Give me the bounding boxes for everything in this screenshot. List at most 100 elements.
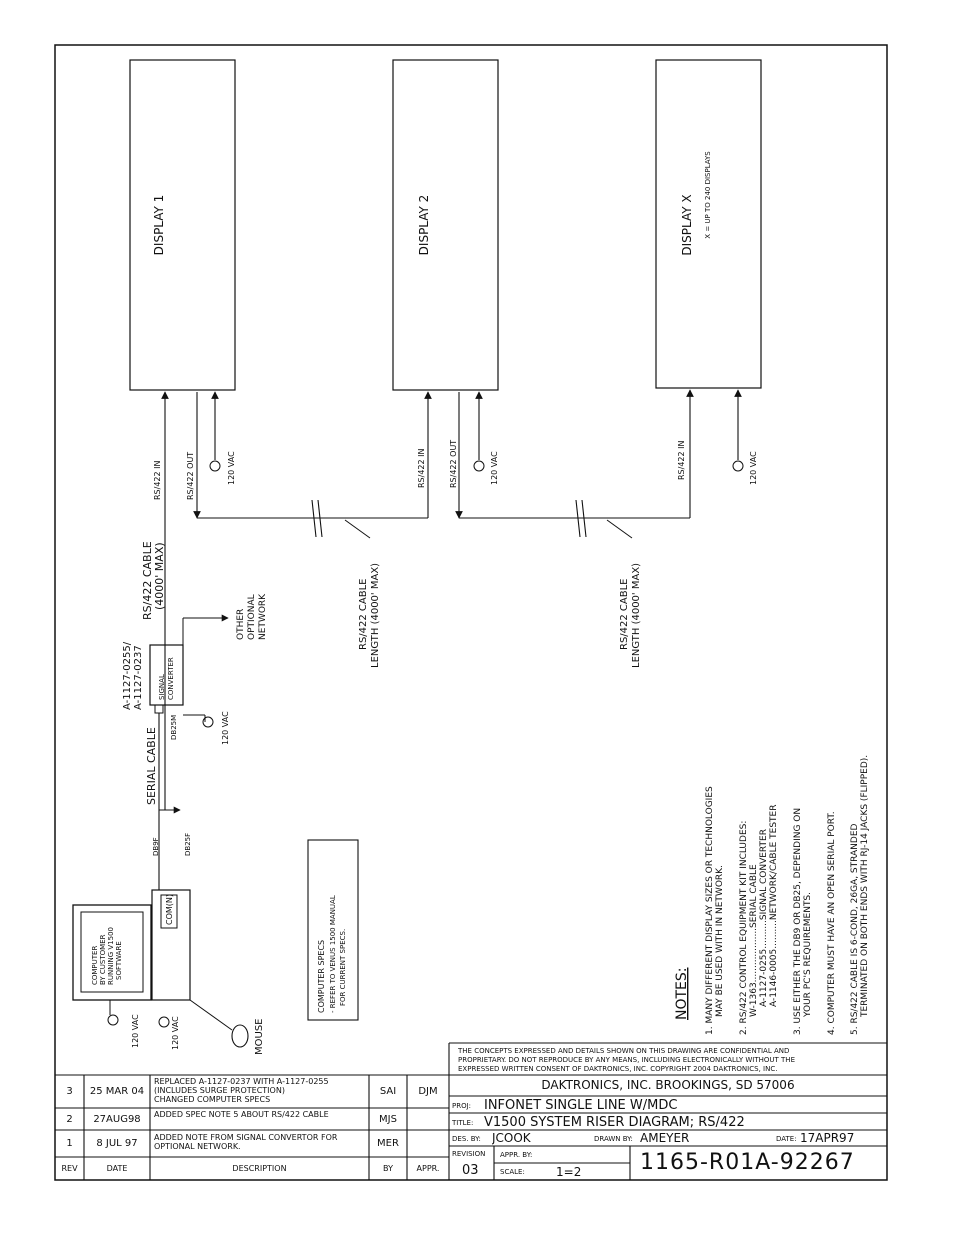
- note-4: 4. COMPUTER MUST HAVE AN OPEN SERIAL POR…: [827, 811, 837, 1035]
- specs-line-1: - REFER TO VENUS 1500 MANUAL: [329, 895, 337, 1013]
- display-1-box: DISPLAY 1: [129, 59, 236, 391]
- db25m-label: DB25M: [170, 715, 178, 740]
- converter-part-1: A-1127-0255/: [122, 641, 133, 710]
- dx-rs422-in-label: RS/422 IN: [677, 440, 686, 480]
- note-1b: MAY BE USED WITH IN NETWORK.: [715, 865, 725, 1017]
- note-5a: 5. RS/422 CABLE IS 6-COND, 26GA, STRANDE…: [850, 823, 860, 1035]
- computer-line-4: SOFTWARE: [115, 941, 123, 980]
- rev-1-date: 8 JUL 97: [96, 1138, 138, 1149]
- rev-3-desc-1: REPLACED A-1127-0237 WITH A-1127-0255: [154, 1077, 329, 1086]
- computer-line-2: BY CUSTOMER: [99, 934, 107, 985]
- rev-2-by: MJS: [379, 1114, 397, 1125]
- note-2d: A-1146-0005..........NETWORK/CABLE TESTE…: [769, 805, 779, 1007]
- drawing-title: V1500 SYSTEM RISER DIAGRAM; RS/422: [484, 1115, 745, 1130]
- disclaimer-line-1: THE CONCEPTS EXPRESSED AND DETAILS SHOWN…: [458, 1047, 790, 1055]
- display-2-label: DISPLAY 2: [417, 195, 431, 256]
- mouse-label: MOUSE: [254, 1019, 265, 1055]
- main-cable-line1: RS/422 CABLE: [141, 541, 154, 620]
- converter-label-1: SIGNAL: [158, 674, 166, 700]
- display-x-box: DISPLAY X X = UP TO 240 DISPLAYS: [655, 59, 762, 389]
- computer-monitor-outer: [72, 904, 152, 1001]
- disclaimer-line-3: EXPRESSED WRITTEN CONSENT OF DAKTRONICS,…: [458, 1065, 778, 1073]
- mouse-icon: [231, 1024, 249, 1048]
- rev-header-appr: APPR.: [416, 1164, 440, 1173]
- d2-rs422-out-label: RS/422 OUT: [449, 440, 458, 488]
- cable-break-2: [575, 499, 587, 538]
- length-1-line2: LENGTH (4000' MAX): [370, 563, 381, 668]
- dx-plug-icon: [732, 460, 744, 472]
- length-2-line2: LENGTH (4000' MAX): [631, 563, 642, 668]
- d1-rs422-in-label: RS/422 IN: [153, 460, 162, 500]
- length-2-line1: RS/422 CABLE: [619, 578, 630, 650]
- d2-plug-icon: [473, 460, 485, 472]
- computer-line-1: COMPUTER: [91, 946, 99, 985]
- db9f-label: DB9F: [152, 837, 160, 856]
- other-label-1: OTHER: [236, 609, 246, 640]
- scale-label: SCALE:: [500, 1168, 525, 1176]
- note-2c: A-1127-0255..........SIGNAL CONVERTER: [759, 829, 769, 1007]
- main-cable-line2: (4000' MAX): [153, 542, 166, 610]
- rev-header-rev: REV: [61, 1164, 78, 1173]
- date-label: DATE:: [776, 1135, 797, 1143]
- title-label: TITLE:: [452, 1119, 474, 1127]
- rev-header-desc: DESCRIPTION: [232, 1164, 287, 1173]
- display-x-sub: X = UP TO 240 DISPLAYS: [704, 151, 712, 239]
- other-label-3: NETWORK: [258, 593, 268, 640]
- revision-label: REVISION: [452, 1150, 486, 1158]
- d1-vac-label: 120 VAC: [227, 451, 236, 485]
- designed-by: JCOOK: [492, 1131, 531, 1145]
- d1-plug-icon: [209, 460, 221, 472]
- note-3a: 3. USE EITHER THE DB9 OR DB25, DEPENDING…: [793, 808, 803, 1035]
- rev-1-by: MER: [377, 1138, 399, 1149]
- proj-label: PROJ:: [452, 1102, 472, 1110]
- specs-line-2: FOR CURRENT SPECS.: [339, 929, 347, 1006]
- db25f-label: DB25F: [184, 833, 192, 856]
- converter-plug-icon: [202, 716, 214, 728]
- specs-title: COMPUTER SPECS: [317, 940, 326, 1013]
- appr-label: APPR. BY:: [500, 1151, 533, 1159]
- mouse-cable: [189, 999, 233, 1031]
- title-block-frame: [55, 1042, 887, 1180]
- rev-1-desc-2: OPTIONAL NETWORK.: [154, 1142, 241, 1151]
- converter-label-2: CONVERTER: [167, 657, 175, 700]
- rev-header-date: DATE: [106, 1164, 128, 1173]
- d2-vac-label: 120 VAC: [490, 451, 499, 485]
- leader-2: [606, 519, 633, 539]
- com-port-label: COM(N): [165, 894, 174, 925]
- computer-line-3: RUNNING V1500: [107, 927, 115, 985]
- note-2b: W-1363...................SERIAL CABLE: [749, 864, 759, 1017]
- rev-3-by: SAI: [379, 1086, 397, 1097]
- rev-3-appr: DJM: [418, 1086, 438, 1097]
- db25m-connector: [154, 704, 164, 714]
- length-1-line1: RS/422 CABLE: [358, 578, 369, 650]
- note-1a: 1. MANY DIFFERENT DISPLAY SIZES OR TECHN…: [705, 786, 715, 1035]
- drawing-number: 1165-R01A-92267: [640, 1151, 855, 1175]
- display-x-label: DISPLAY X: [680, 194, 694, 255]
- leader-1: [344, 519, 371, 539]
- rev-2-desc-1: ADDED SPEC NOTE 5 ABOUT RS/422 CABLE: [154, 1110, 329, 1119]
- tower-plug-icon: [158, 1016, 170, 1028]
- notes-title: NOTES:: [674, 968, 690, 1021]
- com-port: [160, 894, 178, 929]
- drawing-date: 17APR97: [800, 1131, 855, 1145]
- rev-3-desc-2: (INCLUDES SURGE PROTECTION): [154, 1086, 285, 1095]
- computer-tower: [151, 889, 191, 1001]
- note-2a: 2. RS/422 CONTROL EQUIPMENT KIT INCLUDES…: [739, 821, 749, 1035]
- company-line: DAKTRONICS, INC. BROOKINGS, SD 57006: [541, 1078, 795, 1092]
- computer-specs-box: [307, 839, 359, 1021]
- tower-vac-label: 120 VAC: [171, 1016, 180, 1050]
- rev-1-rev: 1: [66, 1138, 73, 1149]
- converter-part-2: A-1127-0237: [133, 645, 144, 710]
- disclaimer-line-2: PROPRIETARY. DO NOT REPRODUCE BY ANY MEA…: [458, 1056, 795, 1064]
- project-name: INFONET SINGLE LINE W/MDC: [484, 1098, 678, 1113]
- drawn-by: AMEYER: [640, 1131, 690, 1145]
- signal-converter-box: [149, 644, 184, 706]
- rev-2-rev: 2: [66, 1114, 73, 1125]
- display-2-box: DISPLAY 2: [392, 59, 499, 391]
- monitor-plug-icon: [107, 1014, 119, 1026]
- converter-vac-label: 120 VAC: [221, 711, 230, 745]
- cable-break-1: [311, 499, 323, 538]
- scale-value: 1=2: [556, 1165, 582, 1179]
- rev-3-rev: 3: [66, 1086, 73, 1097]
